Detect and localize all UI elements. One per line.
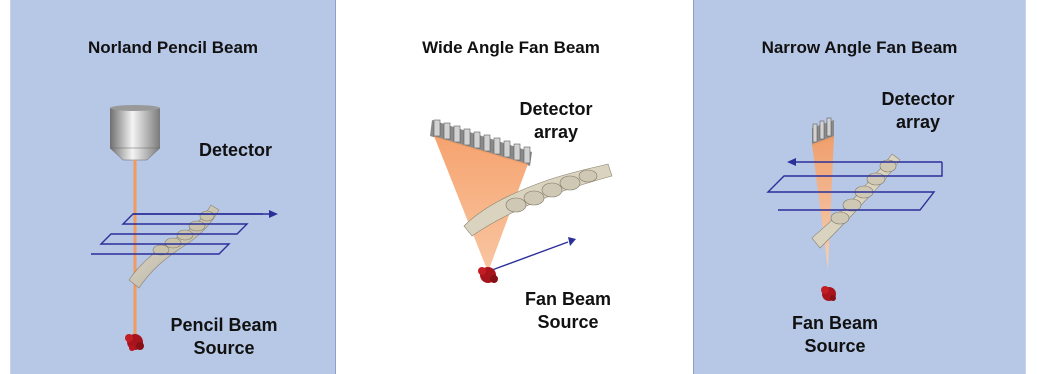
scan-direction-line bbox=[491, 241, 569, 271]
detector-array-icon bbox=[430, 119, 532, 166]
fan-beam-shape bbox=[434, 136, 528, 272]
pencil-beam-panel: Norland Pencil Beam bbox=[10, 0, 336, 374]
pencil-beam-illustration bbox=[91, 105, 278, 351]
detector-icon bbox=[109, 105, 161, 161]
source-label: Fan Beam Source bbox=[508, 288, 628, 334]
source-label: Fan Beam Source bbox=[780, 312, 890, 358]
spine-icon bbox=[463, 163, 613, 237]
arrow-icon bbox=[787, 158, 796, 166]
arrow-icon bbox=[269, 210, 278, 218]
detector-array-label-line-1: Detector bbox=[881, 89, 955, 109]
pencil-beam-source-icon bbox=[125, 334, 144, 351]
wide-angle-fan-beam-panel: Wide Angle Fan Beam bbox=[346, 0, 676, 374]
panel-title: Narrow Angle Fan Beam bbox=[761, 38, 958, 57]
narrow-angle-fan-beam-panel: Narrow Angle Fan Beam bbox=[693, 0, 1026, 374]
wide-fan-beam-illustration bbox=[430, 119, 613, 283]
scan-path bbox=[91, 213, 269, 255]
detector-array-label-line-2: array bbox=[533, 122, 579, 142]
detector-array-label: Detector array bbox=[496, 98, 616, 144]
spine-icon bbox=[128, 204, 220, 289]
detector-label: Detector bbox=[199, 140, 273, 160]
panel-title: Wide Angle Fan Beam bbox=[422, 38, 600, 57]
source-label-line-2: Source bbox=[804, 336, 866, 356]
source-label-line-1: Fan Beam bbox=[791, 313, 879, 333]
detector-array-label: Detector array bbox=[858, 88, 978, 134]
detector-array-label-line-2: array bbox=[895, 112, 941, 132]
fan-beam-source-icon bbox=[478, 267, 498, 283]
source-label-line-1: Pencil Beam bbox=[170, 315, 278, 335]
source-label: Pencil Beam Source bbox=[153, 314, 295, 360]
scan-path bbox=[766, 161, 943, 211]
narrow-fan-beam-illustration bbox=[766, 117, 943, 301]
fan-beam-shape bbox=[812, 136, 834, 270]
detector-array-label-line-1: Detector bbox=[519, 99, 593, 119]
source-label-line-1: Fan Beam bbox=[524, 289, 612, 309]
panel-title: Norland Pencil Beam bbox=[87, 38, 259, 57]
arrow-icon bbox=[568, 237, 576, 246]
fan-beam-source-icon bbox=[821, 286, 836, 301]
source-label-line-2: Source bbox=[537, 312, 599, 332]
source-label-line-2: Source bbox=[193, 338, 255, 358]
